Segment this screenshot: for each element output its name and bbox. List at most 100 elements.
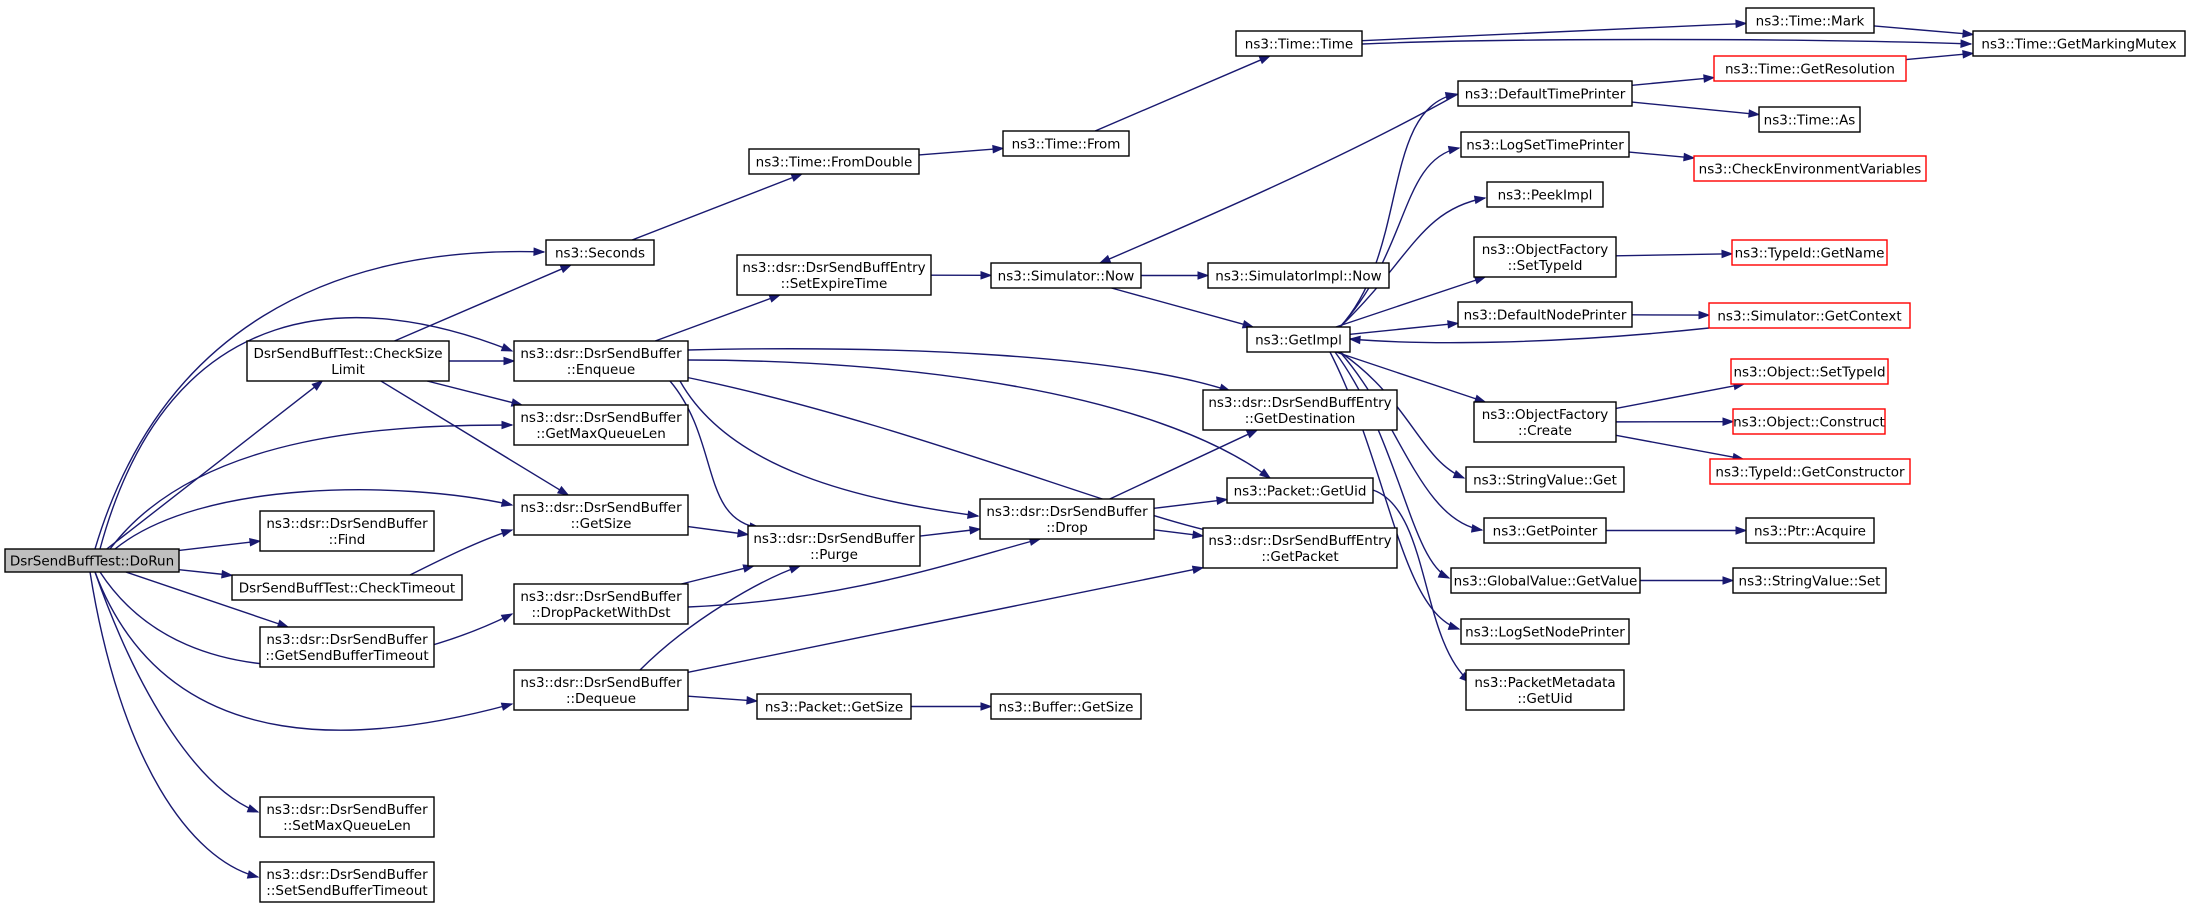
node-pmgetuid[interactable]: ns3::PacketMetadata::GetUid [1465,669,1625,711]
edge-dequeue-to-getpacket [687,565,1205,674]
node-checkenv[interactable]: ns3::CheckEnvironmentVariables [1693,155,1927,182]
node-dequeue[interactable]: ns3::dsr::DsrSendBuffer::Dequeue [513,669,689,711]
node-getmaxqlen[interactable]: ns3::dsr::DsrSendBuffer::GetMaxQueueLen [513,404,689,446]
node-label: ::Find [329,532,366,548]
node-typeidgetctor[interactable]: ns3::TypeId::GetConstructor [1709,458,1911,485]
node-simimplnow[interactable]: ns3::SimulatorImpl::Now [1207,262,1390,289]
edge-dequeue-to-pktgetsize [687,695,759,705]
edge-timetime-to-getmarkingmutex [1361,38,1973,48]
edge-ofcreate-to-typeidgetctor [1615,434,1745,462]
node-typeidgetname[interactable]: ns3::TypeId::GetName [1731,239,1888,266]
node-label: Limit [331,362,364,378]
node-getsize[interactable]: ns3::dsr::DsrSendBuffer::GetSize [513,494,689,536]
node-setmaxqlen[interactable]: ns3::dsr::DsrSendBuffer::SetMaxQueueLen [259,796,435,838]
node-box [747,525,921,567]
node-box [1460,618,1630,645]
node-label: ns3::Object::SetTypeId [1733,365,1885,381]
edge-setexpire-to-simnow [930,271,993,280]
node-getsbt[interactable]: ns3::dsr::DsrSendBuffer::GetSendBufferTi… [259,626,435,668]
node-logsettimeprinter[interactable]: ns3::LogSetTimePrinter [1460,131,1630,158]
edge-enqueue-to-setexpire [654,294,782,342]
node-drop[interactable]: ns3::dsr::DsrSendBuffer::Drop [979,498,1155,540]
node-bufgetsize[interactable]: ns3::Buffer::GetSize [990,693,1142,720]
node-checktimeout[interactable]: DsrSendBuffTest::CheckTimeout [231,574,463,601]
node-objconstruct[interactable]: ns3::Object::Construct [1732,408,1886,435]
edge-root-to-enqueue [99,316,514,550]
edge-ofcreate-to-objconstruct [1615,417,1735,426]
edge-getimpl-to-logsettimeprinter [1339,145,1461,328]
node-box [1483,517,1607,544]
node-objsettypeid[interactable]: ns3::Object::SetTypeId [1730,358,1889,385]
node-label: ns3::Time::From [1012,137,1121,153]
node-getresolution[interactable]: ns3::Time::GetResolution [1713,55,1907,82]
node-peekimpl[interactable]: ns3::PeekImpl [1486,181,1604,208]
node-box [1460,131,1630,158]
node-label: ::SetSendBufferTimeout [266,883,427,899]
node-label: ns3::StringValue::Set [1739,574,1881,590]
node-label: ns3::DefaultNodePrinter [1464,308,1627,324]
node-pktgetsize[interactable]: ns3::Packet::GetSize [756,693,912,720]
node-getuid[interactable]: ns3::Packet::GetUid [1226,477,1374,504]
node-getmarkingmutex[interactable]: ns3::Time::GetMarkingMutex [1972,30,2186,57]
node-timemark[interactable]: ns3::Time::Mark [1745,7,1875,34]
edge-enqueue-to-getuid [687,359,1272,479]
node-box [513,583,689,625]
node-label: ns3::dsr::DsrSendBuffEntry [742,260,925,276]
node-simgetcontext[interactable]: ns3::Simulator::GetContext [1708,302,1911,329]
node-label: ns3::dsr::DsrSendBuffer [520,410,682,426]
node-getdest[interactable]: ns3::dsr::DsrSendBuffEntry::GetDestinati… [1202,389,1398,431]
node-logsetnodeprinter[interactable]: ns3::LogSetNodePrinter [1460,618,1630,645]
node-find[interactable]: ns3::dsr::DsrSendBuffer::Find [259,510,435,552]
node-timefrom[interactable]: ns3::Time::From [1002,130,1130,157]
edge-checktimeout-to-getsize [409,529,514,576]
node-enqueue[interactable]: ns3::dsr::DsrSendBuffer::Enqueue [513,340,689,382]
node-strvalget[interactable]: ns3::StringValue::Get [1465,466,1625,493]
node-purge[interactable]: ns3::dsr::DsrSendBuffer::Purge [747,525,921,567]
node-label: ::GetPacket [1261,549,1338,565]
node-getimpl[interactable]: ns3::GetImpl [1246,326,1351,353]
node-simnow[interactable]: ns3::Simulator::Now [990,262,1142,289]
edge-timefrom-to-timetime [1094,55,1272,132]
edge-checksize-to-getsize [380,380,570,496]
node-setexpire[interactable]: ns3::dsr::DsrSendBuffEntry::SetExpireTim… [736,254,932,296]
node-getpointer[interactable]: ns3::GetPointer [1483,517,1607,544]
node-droppwd[interactable]: ns3::dsr::DsrSendBuffer::DropPacketWithD… [513,583,689,625]
node-box [1002,130,1130,157]
node-label: DsrSendBuffTest::CheckSize [253,346,442,362]
edge-simnow-to-simimplnow [1141,271,1210,280]
edge-simnow-to-getimpl [1111,287,1255,329]
node-defnodeprinter[interactable]: ns3::DefaultNodePrinter [1457,301,1633,328]
node-setsbt[interactable]: ns3::dsr::DsrSendBuffer::SetSendBufferTi… [259,861,435,903]
node-root[interactable]: DsrSendBuffTest::DoRun [4,548,180,573]
node-deftimeprinter[interactable]: ns3::DefaultTimePrinter [1457,80,1633,107]
node-label: ns3::TypeId::GetConstructor [1715,465,1905,481]
edge-timemark-to-getmarkingmutex [1873,25,1975,38]
node-label: ns3::DefaultTimePrinter [1465,87,1626,103]
node-label: ns3::Packet::GetSize [765,700,903,716]
node-ofcreate[interactable]: ns3::ObjectFactory::Create [1473,401,1617,443]
edge-pktgetsize-to-bufgetsize [911,702,993,711]
node-box [1713,55,1907,82]
edge-root-to-checktimeout [178,569,234,579]
edge-getimpl-to-peekimpl [1339,195,1487,328]
node-label: ns3::Time::FromDouble [756,155,913,171]
node-timetime[interactable]: ns3::Time::Time [1235,30,1363,57]
node-ofsettypeid[interactable]: ns3::ObjectFactory::SetTypeId [1473,236,1617,278]
node-getpacket[interactable]: ns3::dsr::DsrSendBuffEntry::GetPacket [1202,527,1398,569]
node-timeas[interactable]: ns3::Time::As [1758,106,1861,133]
node-ptracquire[interactable]: ns3::Ptr::Acquire [1745,517,1875,544]
node-fromdouble[interactable]: ns3::Time::FromDouble [748,148,920,175]
node-label: ns3::Time::Time [1245,37,1353,53]
node-box [1473,401,1617,443]
node-seconds[interactable]: ns3::Seconds [545,239,655,266]
edge-root-to-seconds [94,247,546,550]
node-box [1202,527,1398,569]
node-strvalset[interactable]: ns3::StringValue::Set [1732,567,1887,594]
node-gvgetvalue[interactable]: ns3::GlobalValue::GetValue [1450,567,1641,594]
edge-getresolution-to-getmarkingmutex [1905,50,1975,61]
node-box [1730,358,1889,385]
node-box [1235,30,1363,57]
node-label: ns3::dsr::DsrSendBuffEntry [1208,533,1391,549]
